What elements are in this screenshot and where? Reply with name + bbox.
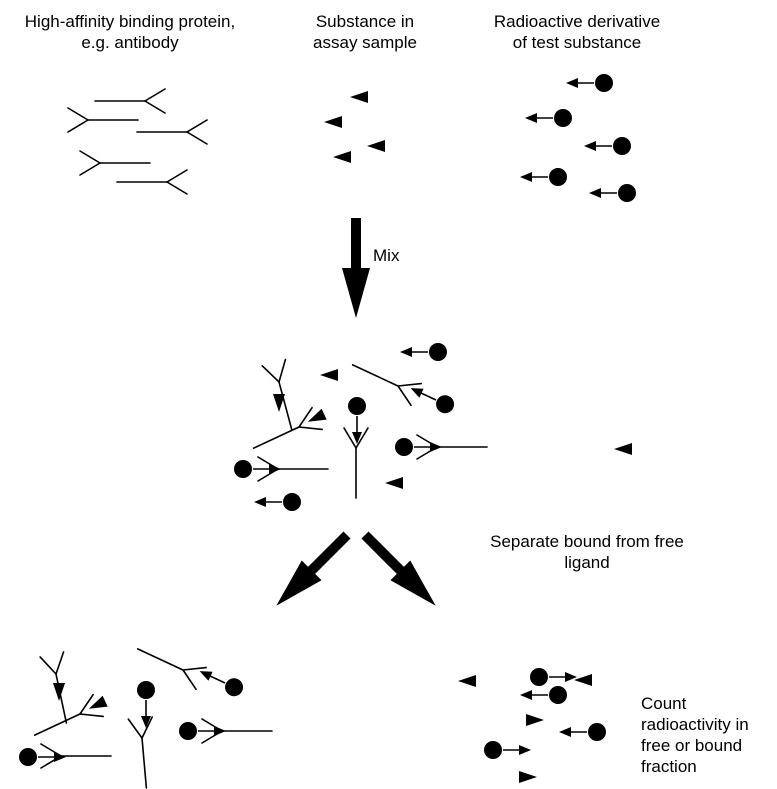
count-label-line2: radioactivity in bbox=[641, 715, 749, 734]
count-label-line3: free or bound bbox=[641, 736, 742, 755]
antibody-label-line1: High-affinity binding protein, bbox=[25, 12, 235, 31]
tracer-icon bbox=[584, 137, 631, 155]
tracer-icon bbox=[137, 681, 155, 728]
tracer-icon bbox=[589, 184, 636, 202]
separate-arrow-left bbox=[266, 525, 357, 616]
ligand-triangle-icon bbox=[526, 714, 544, 726]
ligand-triangle-icon bbox=[350, 91, 368, 103]
substance-label: Substance in assay sample bbox=[313, 12, 417, 52]
mixture-group bbox=[234, 343, 632, 511]
antibody-icon bbox=[95, 89, 165, 113]
antibody-icon bbox=[117, 170, 187, 194]
antibody-icon bbox=[80, 151, 150, 175]
separate-arrow-right bbox=[355, 525, 446, 616]
substance-group-top bbox=[324, 91, 385, 163]
tracer-label: Radioactive derivative of test substance bbox=[494, 12, 660, 52]
tracer-icon bbox=[520, 686, 567, 704]
free-fraction-group bbox=[458, 668, 606, 783]
ligand-triangle-icon bbox=[614, 443, 632, 455]
tracer-icon bbox=[395, 438, 442, 456]
substance-label-line2: assay sample bbox=[313, 33, 417, 52]
bound-fraction-group bbox=[19, 638, 272, 789]
tracer-label-line1: Radioactive derivative bbox=[494, 12, 660, 31]
antibody-icon bbox=[128, 717, 158, 789]
separate-label-line1: Separate bound from free bbox=[490, 532, 684, 551]
tracer-icon bbox=[559, 723, 606, 741]
antibody-icon bbox=[68, 108, 138, 132]
tracer-icon bbox=[400, 343, 447, 361]
ligand-triangle-icon bbox=[574, 674, 592, 686]
mix-label: Mix bbox=[373, 246, 400, 265]
antibody-icon bbox=[249, 408, 323, 459]
tracer-icon bbox=[254, 493, 301, 511]
ligand-triangle-icon bbox=[333, 151, 351, 163]
antibody-icon bbox=[137, 120, 207, 144]
ligand-triangle-icon bbox=[53, 683, 65, 701]
ligand-triangle-icon bbox=[367, 140, 385, 152]
ligand-triangle-icon bbox=[320, 369, 338, 381]
count-label-line1: Count bbox=[641, 694, 687, 713]
antibody-group-top bbox=[68, 89, 207, 194]
separate-label: Separate bound from free ligand bbox=[490, 532, 684, 572]
tracer-icon bbox=[484, 741, 531, 759]
ligand-triangle-icon bbox=[324, 116, 342, 128]
substance-label-line1: Substance in bbox=[316, 12, 414, 31]
antibody-icon bbox=[41, 744, 111, 768]
mix-arrow bbox=[342, 218, 370, 318]
ligand-triangle-icon bbox=[519, 771, 537, 783]
ligand-triangle-icon bbox=[273, 394, 285, 412]
antibody-icon bbox=[30, 695, 104, 746]
tracer-icon bbox=[520, 168, 567, 186]
tracer-label-line2: of test substance bbox=[513, 33, 642, 52]
tracer-icon bbox=[530, 668, 577, 686]
tracer-icon bbox=[407, 380, 457, 416]
tracer-icon bbox=[179, 722, 226, 740]
tracer-group-top bbox=[520, 74, 636, 202]
tracer-icon bbox=[525, 109, 572, 127]
antibody-label: High-affinity binding protein, e.g. anti… bbox=[25, 12, 235, 52]
antibody-label-line2: e.g. antibody bbox=[81, 33, 179, 52]
tracer-icon bbox=[234, 460, 281, 478]
tracer-icon bbox=[566, 74, 613, 92]
count-label: Count radioactivity in free or bound fra… bbox=[641, 694, 749, 776]
ligand-triangle-icon bbox=[458, 675, 476, 687]
ligand-triangle-icon bbox=[385, 477, 403, 489]
separate-label-line2: ligand bbox=[564, 553, 609, 572]
count-label-line4: fraction bbox=[641, 757, 697, 776]
